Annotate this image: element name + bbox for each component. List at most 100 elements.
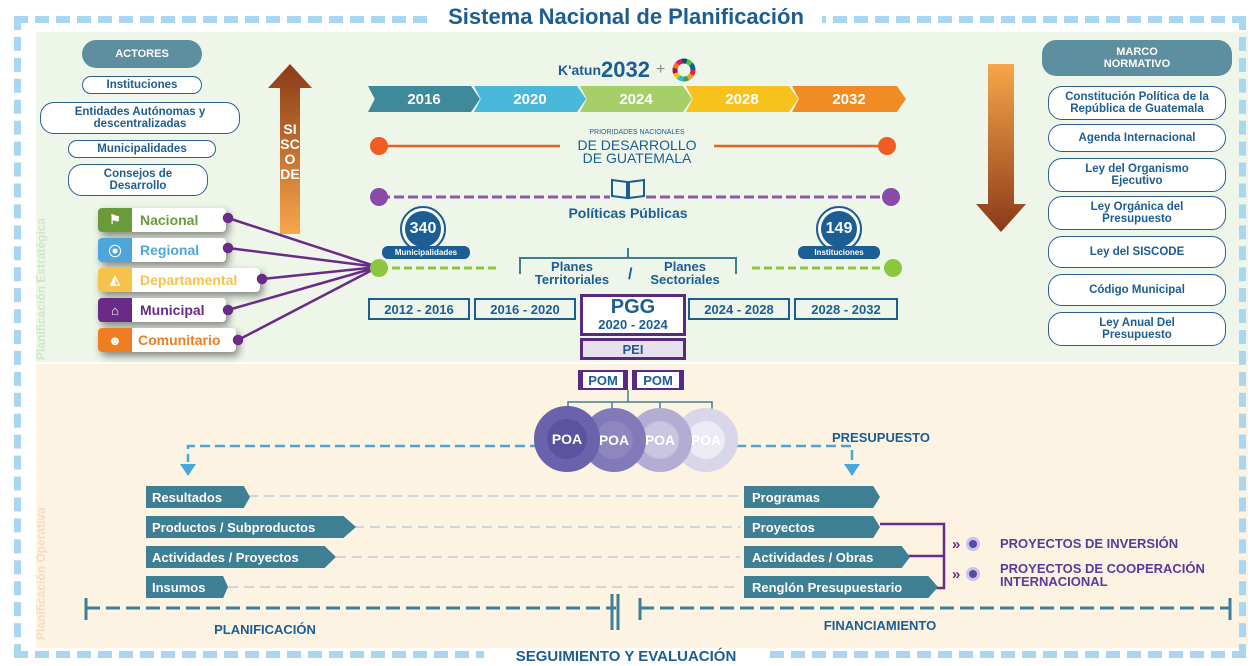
level-regional: ⦿ Regional bbox=[98, 238, 226, 262]
pin-icon: ⦿ bbox=[98, 238, 132, 262]
marco-item: Ley del Organismo Ejecutivo bbox=[1048, 158, 1226, 192]
planificacion-item: Actividades / Proyectos bbox=[146, 546, 336, 568]
politicas-label: Políticas Públicas bbox=[568, 205, 688, 221]
financiamiento-item: Actividades / Obras bbox=[744, 546, 910, 568]
actor-item: Instituciones bbox=[82, 76, 202, 94]
level-departamental: ◭ Departamental bbox=[98, 268, 260, 292]
prioridades-line1: DE DESARROLLO bbox=[577, 137, 697, 153]
municipalidades-badge-label: Municipalidades bbox=[382, 246, 470, 259]
map-icon: ◭ bbox=[98, 268, 132, 292]
marco-down-arrow bbox=[976, 64, 1026, 232]
timeline-year: 2032 bbox=[832, 90, 866, 108]
katun-year: 2032 bbox=[601, 57, 650, 82]
prioridades-block: PRIORIDADES NACIONALES DE DESARROLLO DE … bbox=[560, 126, 714, 165]
timeline-2020: 2020 bbox=[474, 86, 586, 112]
footer-title: SEGUIMIENTO Y EVALUACIÓN bbox=[515, 648, 737, 665]
pom-box: POM bbox=[632, 370, 684, 390]
katun-logo: K'atun 2032 + bbox=[558, 56, 728, 84]
timeline-year: 2016 bbox=[407, 90, 441, 108]
flag-icon: ⚑ bbox=[98, 208, 132, 232]
level-municipal: ⌂ Municipal bbox=[98, 298, 226, 322]
green-dot-right bbox=[884, 259, 902, 277]
financiamiento-item: Programas bbox=[744, 486, 880, 508]
planificacion-item: Insumos bbox=[146, 576, 228, 598]
timeline-2024: 2024 bbox=[580, 86, 692, 112]
pgg-box: PGG 2020 - 2024 bbox=[580, 294, 686, 336]
marco-item: Ley del SISCODE bbox=[1048, 236, 1226, 268]
marco-item: Ley Orgánica del Presupuesto bbox=[1048, 196, 1226, 230]
prioridades-small: PRIORIDADES NACIONALES bbox=[589, 129, 685, 136]
purple-dot-right bbox=[882, 188, 900, 206]
timeline-year: 2028 bbox=[725, 90, 759, 108]
marco-item: Ley Anual Del Presupuesto bbox=[1048, 312, 1226, 346]
pom-box: POM bbox=[578, 370, 628, 390]
proyecto-label: PROYECTOS DE COOPERACIÓN INTERNACIONAL bbox=[1000, 561, 1205, 589]
siscode-arrow bbox=[268, 64, 312, 234]
marco-item: Código Municipal bbox=[1048, 274, 1226, 306]
timeline-2032: 2032 bbox=[792, 86, 906, 112]
financiamiento-item: Renglón Presupuestario bbox=[744, 576, 938, 598]
planificacion-item: Productos / Subproductos bbox=[146, 516, 356, 538]
timeline-2028: 2028 bbox=[686, 86, 798, 112]
actor-item: Municipalidades bbox=[68, 140, 216, 158]
timeline-year: 2020 bbox=[513, 90, 547, 108]
pei-box: PEI bbox=[580, 338, 686, 360]
double-chevron-icon: » bbox=[952, 535, 961, 553]
period-box: 2016 - 2020 bbox=[474, 298, 576, 320]
book-icon bbox=[610, 176, 646, 200]
footer-backdrop bbox=[484, 648, 768, 666]
pgg-label: PGG bbox=[610, 296, 656, 318]
actor-item: Consejos de Desarrollo bbox=[68, 164, 208, 196]
level-label: Comunitario bbox=[138, 332, 221, 348]
people-icon: ☻ bbox=[98, 328, 132, 352]
timeline-year: 2024 bbox=[619, 90, 653, 108]
page-title-text: Sistema Nacional de Planificación bbox=[448, 4, 804, 29]
financiamiento-item: Proyectos bbox=[744, 516, 880, 538]
poa-ring: POA bbox=[534, 406, 600, 472]
katun-brand: K'atun bbox=[558, 62, 601, 78]
period-box: 2012 - 2016 bbox=[368, 298, 470, 320]
pgg-years: 2020 - 2024 bbox=[598, 317, 668, 332]
instituciones-badge-label: Instituciones bbox=[798, 246, 880, 259]
marco-header: MARCO NORMATIVO bbox=[1042, 40, 1232, 76]
prioridades-line2: DE GUATEMALA bbox=[582, 150, 692, 166]
title-backdrop bbox=[430, 6, 822, 28]
level-label: Departamental bbox=[140, 272, 238, 288]
orange-dot-right bbox=[878, 137, 896, 155]
proyecto-label: PROYECTOS DE INVERSIÓN bbox=[1000, 536, 1179, 551]
double-chevron-icon: » bbox=[952, 565, 961, 583]
actores-header: ACTORES bbox=[82, 40, 202, 68]
level-label: Municipal bbox=[140, 302, 205, 318]
level-comunitario: ☻ Comunitario bbox=[98, 328, 236, 352]
period-box: 2024 - 2028 bbox=[688, 298, 790, 320]
planificacion-label: PLANIFICACIÓN bbox=[214, 622, 316, 637]
marco-item: Agenda Internacional bbox=[1048, 124, 1226, 152]
building-icon: ⌂ bbox=[98, 298, 132, 322]
level-nacional: ⚑ Nacional bbox=[98, 208, 226, 232]
orange-dot-left bbox=[370, 137, 388, 155]
level-label: Regional bbox=[140, 242, 200, 258]
presupuesto-label: PRESUPUESTO bbox=[831, 430, 930, 445]
bullet-icon bbox=[966, 537, 981, 551]
green-dot-left bbox=[370, 259, 388, 277]
marco-item: Constitución Política de la República de… bbox=[1048, 86, 1226, 120]
planes-territoriales: Planes Territoriales bbox=[534, 259, 610, 287]
financiamiento-label: FINANCIAMIENTO bbox=[823, 618, 937, 633]
municipalidades-count: 340 bbox=[400, 206, 446, 252]
purple-dot-left bbox=[370, 188, 388, 206]
siscode-label: SISCODE bbox=[280, 121, 300, 182]
planificacion-item: Resultados bbox=[146, 486, 250, 508]
actor-item: Entidades Autónomas y descentralizadas bbox=[40, 102, 240, 134]
instituciones-count: 149 bbox=[816, 206, 862, 252]
sdg-wheel-icon bbox=[672, 58, 696, 82]
timeline-2016: 2016 bbox=[368, 86, 480, 112]
bullet-icon bbox=[966, 567, 981, 581]
planes-sectoriales: Planes Sectoriales bbox=[650, 259, 720, 287]
proyecto-marker: » bbox=[952, 565, 996, 583]
katun-plus: + bbox=[655, 61, 666, 78]
proyecto-marker: » bbox=[952, 535, 996, 553]
period-box: 2028 - 2032 bbox=[794, 298, 898, 320]
level-label: Nacional bbox=[140, 212, 199, 228]
